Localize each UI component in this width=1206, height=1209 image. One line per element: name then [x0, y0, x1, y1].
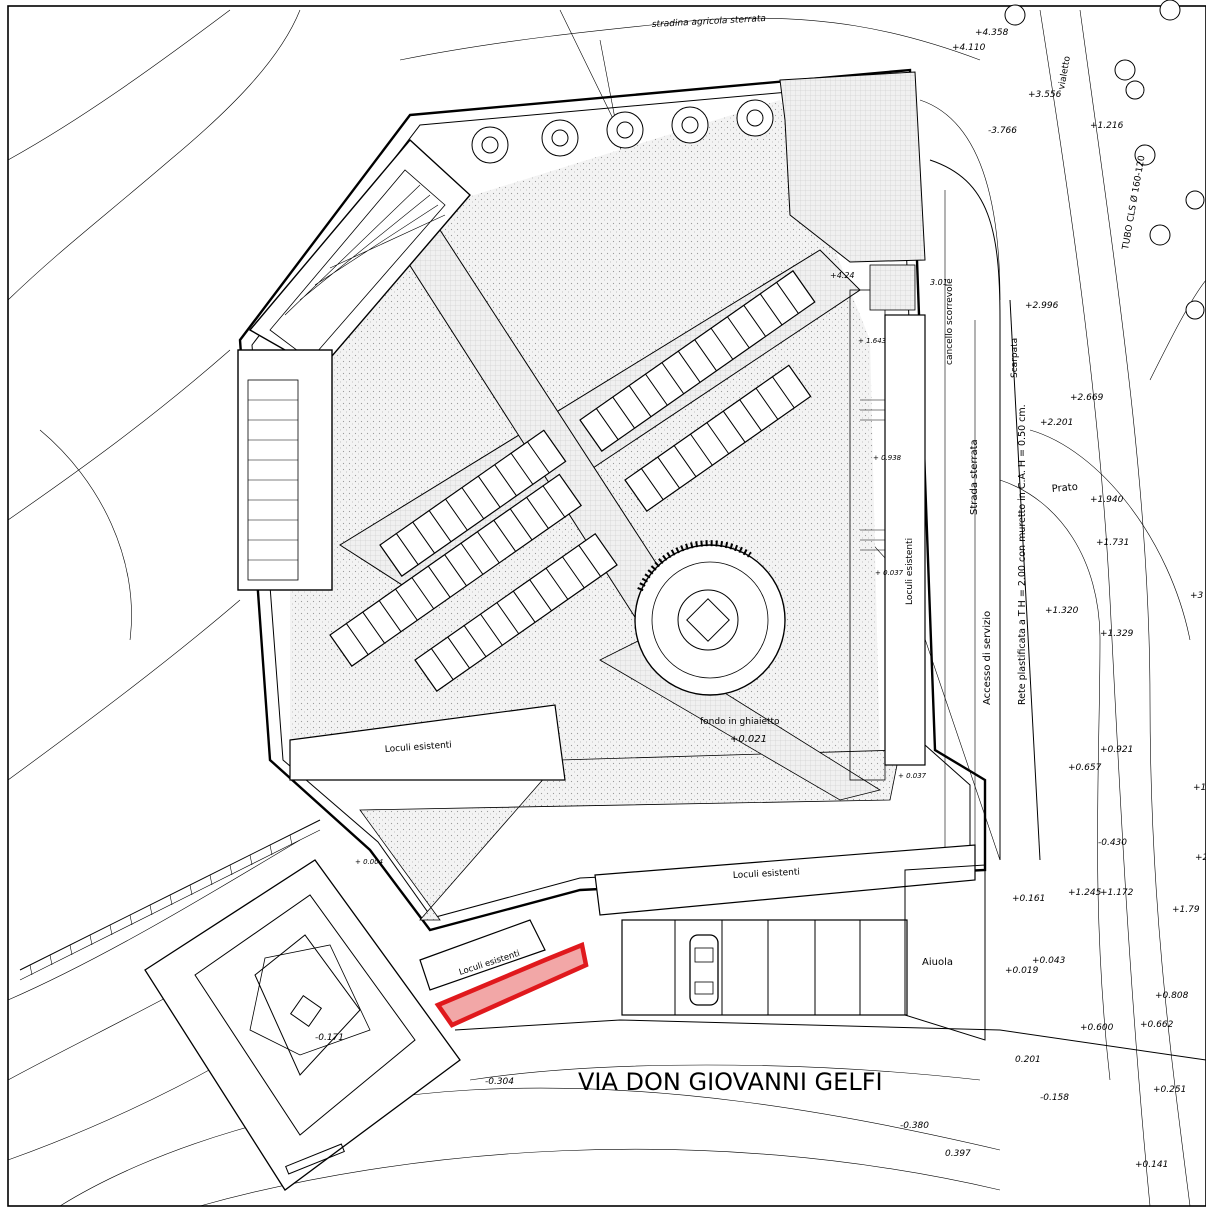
elev: +1.940 [1090, 495, 1124, 505]
tree-row [471, 99, 774, 164]
elev: +1.320 [1045, 606, 1079, 616]
elev: -0.380 [900, 1121, 929, 1131]
elev: + 0.938 [873, 454, 902, 462]
elev: +0.662 [1140, 1020, 1174, 1030]
service-road [929, 159, 1041, 861]
elev: + 0.037 [898, 772, 927, 780]
loculi-label-d: Loculi esistenti [905, 538, 915, 605]
elev: +1.216 [1090, 121, 1124, 131]
elev: +0.043 [1032, 956, 1066, 966]
elev: +0.251 [1153, 1085, 1186, 1095]
elev: +1.329 [1100, 629, 1134, 639]
elev: +1 [1193, 783, 1206, 793]
prato-label: Prato [1051, 482, 1078, 495]
elev: +0.141 [1135, 1160, 1168, 1170]
loculi-label-b: Loculi esistenti [733, 867, 801, 880]
nw-building [237, 138, 471, 591]
elev: -3.766 [988, 126, 1017, 136]
aiuola-area [904, 864, 986, 1041]
vialetto-label: vialetto [1057, 55, 1073, 91]
rete-label: Rete plastificata a T H = 2.00 con muret… [1017, 404, 1028, 705]
elev: +4.110 [952, 43, 986, 53]
parking-area [621, 919, 908, 1016]
street-edges [454, 1019, 1206, 1081]
elev: +2.996 [1025, 301, 1059, 311]
elev: +0.921 [1100, 745, 1133, 755]
elev: +3.556 [1028, 90, 1062, 100]
drawing-frame [7, 5, 1206, 1207]
elev: + 1.643 [858, 337, 886, 345]
elev: +2 [1195, 853, 1206, 863]
strada-label: Strada sterrata [969, 439, 980, 515]
highlighted-plot[interactable] [434, 941, 589, 1028]
elev: +1.172 [1100, 888, 1134, 898]
elev: +0.021 [730, 734, 767, 745]
elev: +2.669 [1070, 393, 1104, 403]
elev: +4.24 [830, 271, 855, 280]
loculi-label-a: Loculi esistenti [385, 740, 453, 755]
elev: 3.01 [930, 278, 948, 287]
pipe-label: TUBO CLS Ø 160-120 [1120, 154, 1148, 251]
south-loculi [289, 704, 976, 991]
central-monument [634, 540, 786, 696]
elev: +0.657 [1068, 763, 1102, 773]
elev: +2.201 [1040, 418, 1073, 428]
east-trees [1004, 0, 1205, 320]
elev: + 0.004 [355, 858, 383, 866]
elev: -0.158 [1040, 1093, 1069, 1103]
aiuola-label: Aiuola [922, 957, 953, 968]
car-icon [689, 934, 719, 1006]
fondo-label: fondo in ghiaietto [700, 717, 780, 727]
elev: +3 [1190, 591, 1204, 601]
elev: +0.161 [1012, 894, 1045, 904]
accesso-label: Accesso di servizio [982, 611, 993, 705]
elev: 0.201 [1015, 1055, 1041, 1065]
top-road-label: stradina agricola sterrata [652, 14, 767, 30]
elev: +0.808 [1155, 991, 1189, 1001]
elev: 0.397 [945, 1149, 971, 1159]
elev: +1.245 [1068, 888, 1102, 898]
elev: +0.019 [1005, 966, 1039, 976]
elev: +1.79 [1172, 905, 1200, 915]
elev: -0.304 [485, 1077, 514, 1087]
gate-label: cancello scorrevole [945, 278, 955, 365]
sw-fence [19, 819, 321, 981]
elev: +1.731 [1096, 538, 1129, 548]
east-loculi [849, 264, 926, 781]
elevations: +4.358 +4.110 +3.556 +1.216 -3.766 +4.24… [315, 28, 1206, 1170]
elev: -0.171 [315, 1033, 344, 1043]
street-name: VIA DON GIOVANNI GELFI [578, 1068, 883, 1096]
elev: -0.430 [1098, 838, 1127, 848]
sw-plaza [144, 859, 461, 1191]
elev: +4.358 [975, 28, 1009, 38]
scarpata-label: Scarpata [1010, 338, 1020, 378]
tomb-rows [329, 270, 816, 692]
paved-corner [779, 71, 926, 263]
elev: + 0.037 [875, 569, 904, 577]
elev: +0.600 [1080, 1023, 1114, 1033]
